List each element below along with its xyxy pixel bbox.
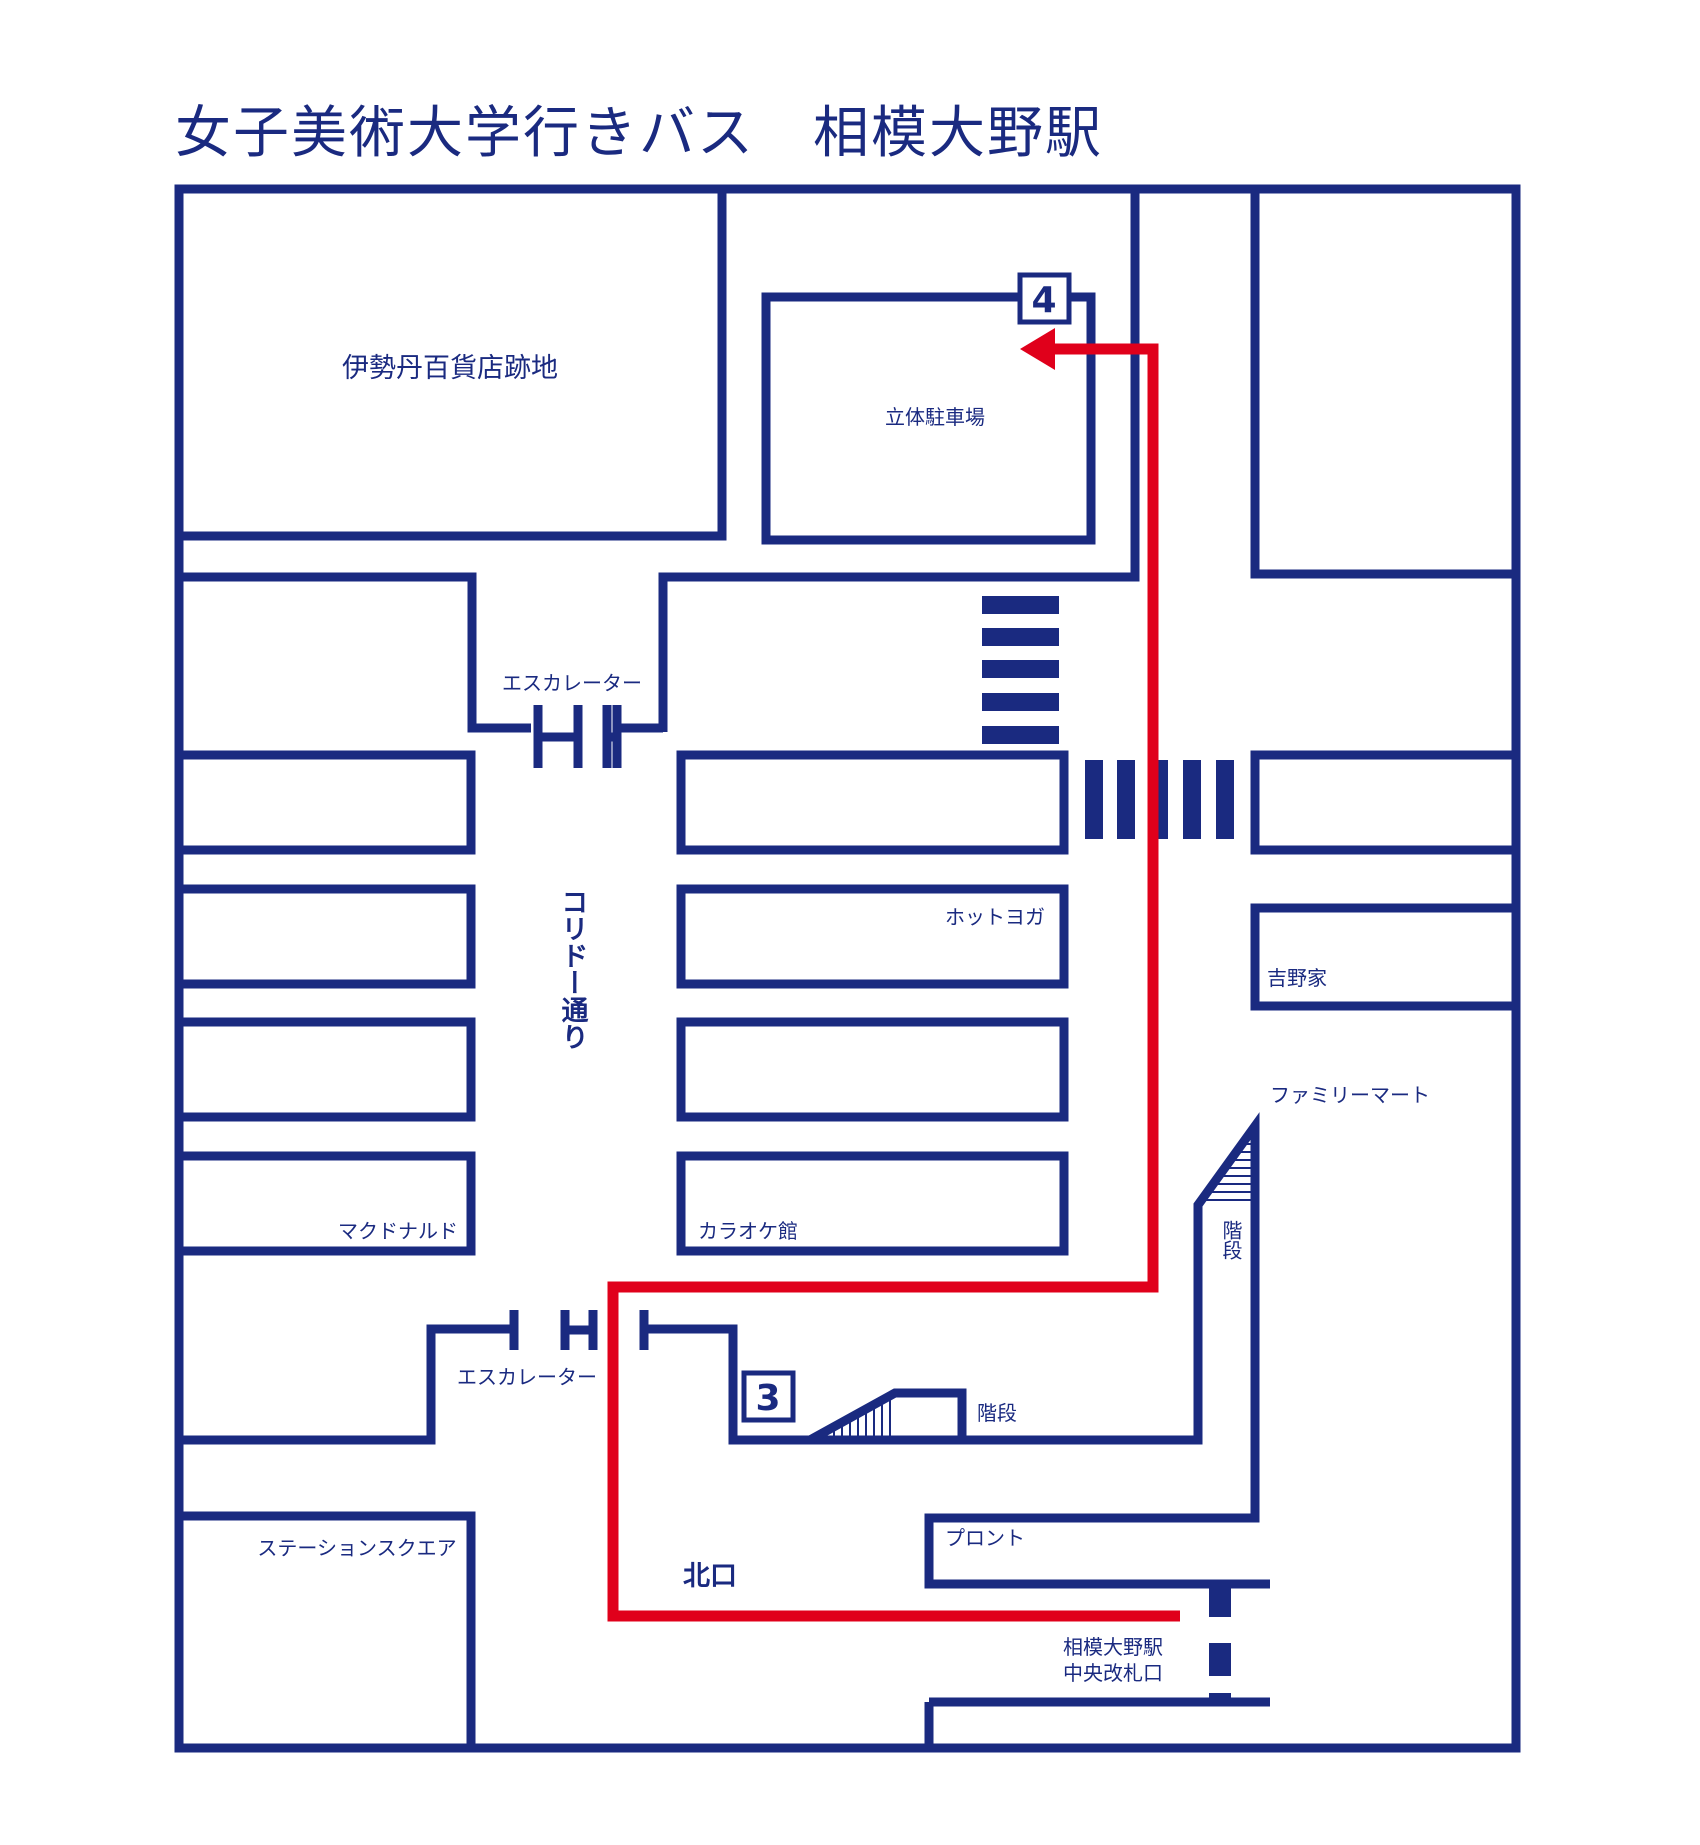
crosswalk-vertical	[982, 596, 1059, 744]
left-store-1	[174, 750, 476, 855]
north-exit-label: 北口	[683, 1561, 737, 1592]
parking-label: 立体駐車場	[885, 405, 985, 429]
upper-left-block	[179, 572, 531, 733]
marker-3-label: 3	[755, 1378, 780, 1419]
route-path	[607, 328, 1180, 1622]
hot-yoga-block	[676, 884, 1069, 989]
yoshinoya-label: 吉野家	[1267, 966, 1327, 990]
station-square-block	[179, 1511, 476, 1748]
stairs-center-hatching	[833, 1398, 891, 1440]
station-square-label: ステーションスクエア	[257, 1536, 456, 1560]
central-gate-label-line2: 中央改札口	[1063, 1661, 1163, 1685]
stop-marker-4: 4	[1017, 272, 1072, 325]
stairs-right-label: 階段	[1219, 1220, 1243, 1260]
karaoke-block	[676, 1151, 1069, 1256]
isetan-site-label: 伊勢丹百貨店跡地	[342, 353, 558, 384]
route-arrow-icon	[1020, 328, 1055, 370]
ticket-gate	[1209, 1584, 1231, 1702]
upper-center-block	[658, 189, 1140, 732]
stairs-right-hatching	[1203, 1135, 1255, 1201]
stop-marker-3: 3	[741, 1370, 796, 1423]
escalator-bottom-symbol	[509, 1310, 649, 1350]
top-right-block	[1250, 189, 1516, 579]
marker-4-label: 4	[1031, 280, 1056, 321]
corridor-label: コリドー通り	[557, 888, 589, 1050]
map-title: 女子美術大学行きバス 相模大野駅	[175, 101, 1103, 166]
crosswalk-horizontal	[1085, 760, 1234, 839]
center-store-3	[676, 1017, 1069, 1122]
escalator-bottom-label: エスカレーター	[457, 1365, 597, 1389]
right-store-1	[1250, 750, 1521, 855]
central-gate-label-line1: 相模大野駅	[1063, 1635, 1163, 1659]
lower-left-block	[179, 1324, 514, 1445]
mcdonalds-label: マクドナルド	[338, 1219, 458, 1243]
left-store-3	[174, 1017, 476, 1122]
center-stairs-outline	[807, 1388, 967, 1444]
escalator-top-symbol	[533, 705, 622, 768]
escalator-top-label: エスカレーター	[502, 671, 642, 695]
mcdonalds-block	[174, 1151, 476, 1256]
front-label: プロント	[945, 1526, 1025, 1550]
left-store-2	[174, 884, 476, 989]
stairs-center-label: 階段	[977, 1401, 1017, 1425]
parking-block	[761, 292, 1096, 545]
familymart-label: ファミリーマート	[1270, 1083, 1430, 1107]
karaoke-label: カラオケ館	[698, 1219, 798, 1243]
hot-yoga-label: ホットヨガ	[945, 905, 1045, 929]
center-store-1	[676, 750, 1069, 855]
lower-center-block	[644, 1112, 1270, 1589]
yoshinoya-block	[1250, 903, 1521, 1011]
